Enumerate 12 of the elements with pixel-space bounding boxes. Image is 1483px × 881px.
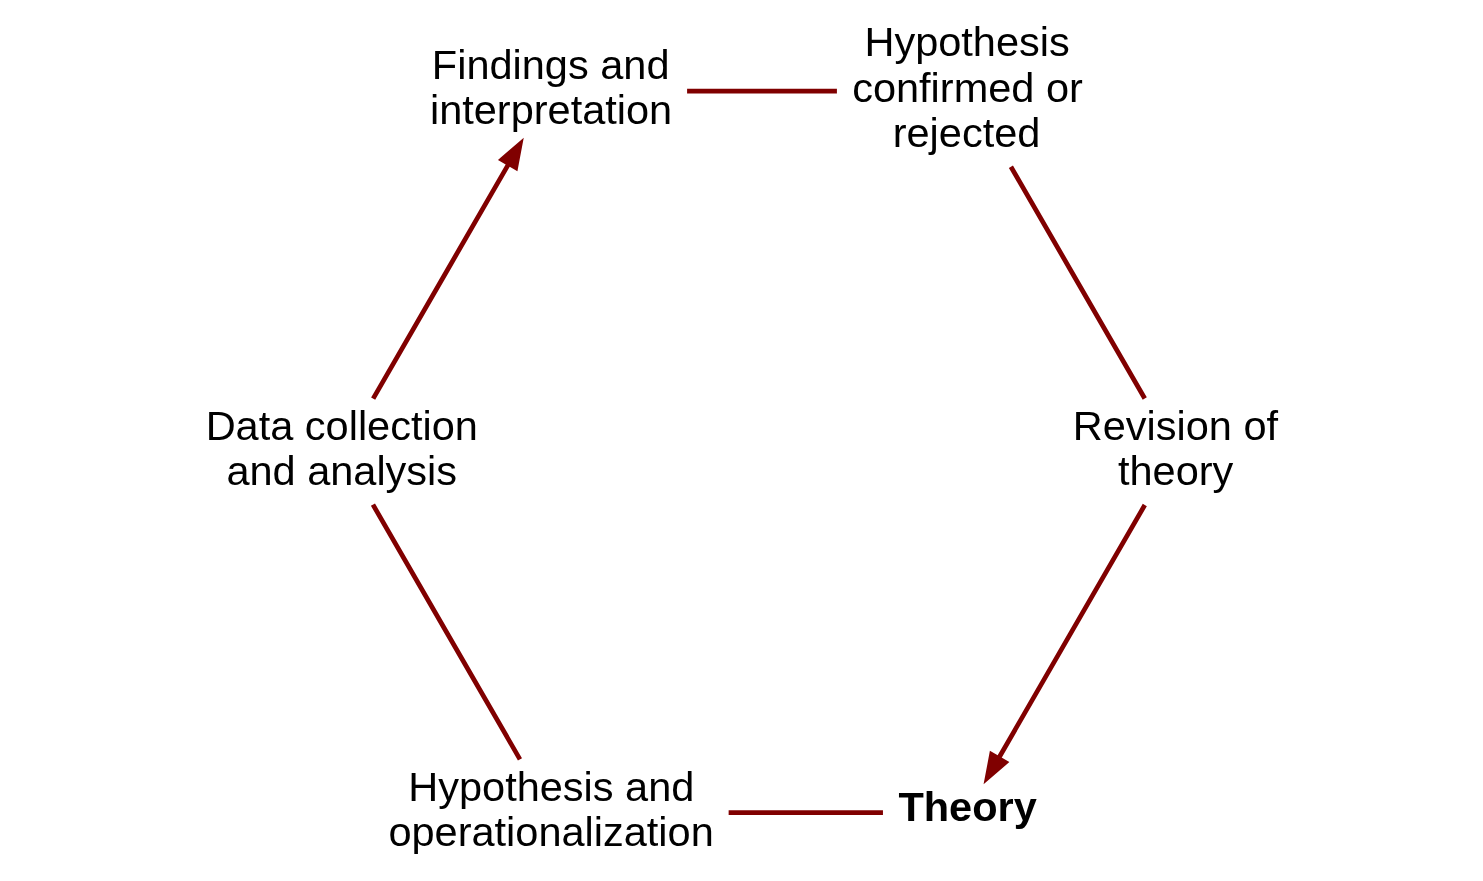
node-text: Findings and interpretation — [429, 41, 672, 134]
connector — [370, 503, 522, 761]
connector — [686, 88, 837, 94]
arrow — [983, 503, 1147, 785]
connector — [728, 810, 883, 815]
node-text: Revision of theory — [1072, 401, 1278, 495]
node-text: Hypothesis and operationalization — [387, 762, 714, 855]
arrow — [370, 137, 524, 400]
node-text: Data collection and analysis — [205, 401, 478, 495]
node-text: Hypothesis confirmed or rejected — [851, 18, 1083, 156]
connector — [1008, 165, 1147, 400]
node-text: Theory — [897, 783, 1037, 831]
